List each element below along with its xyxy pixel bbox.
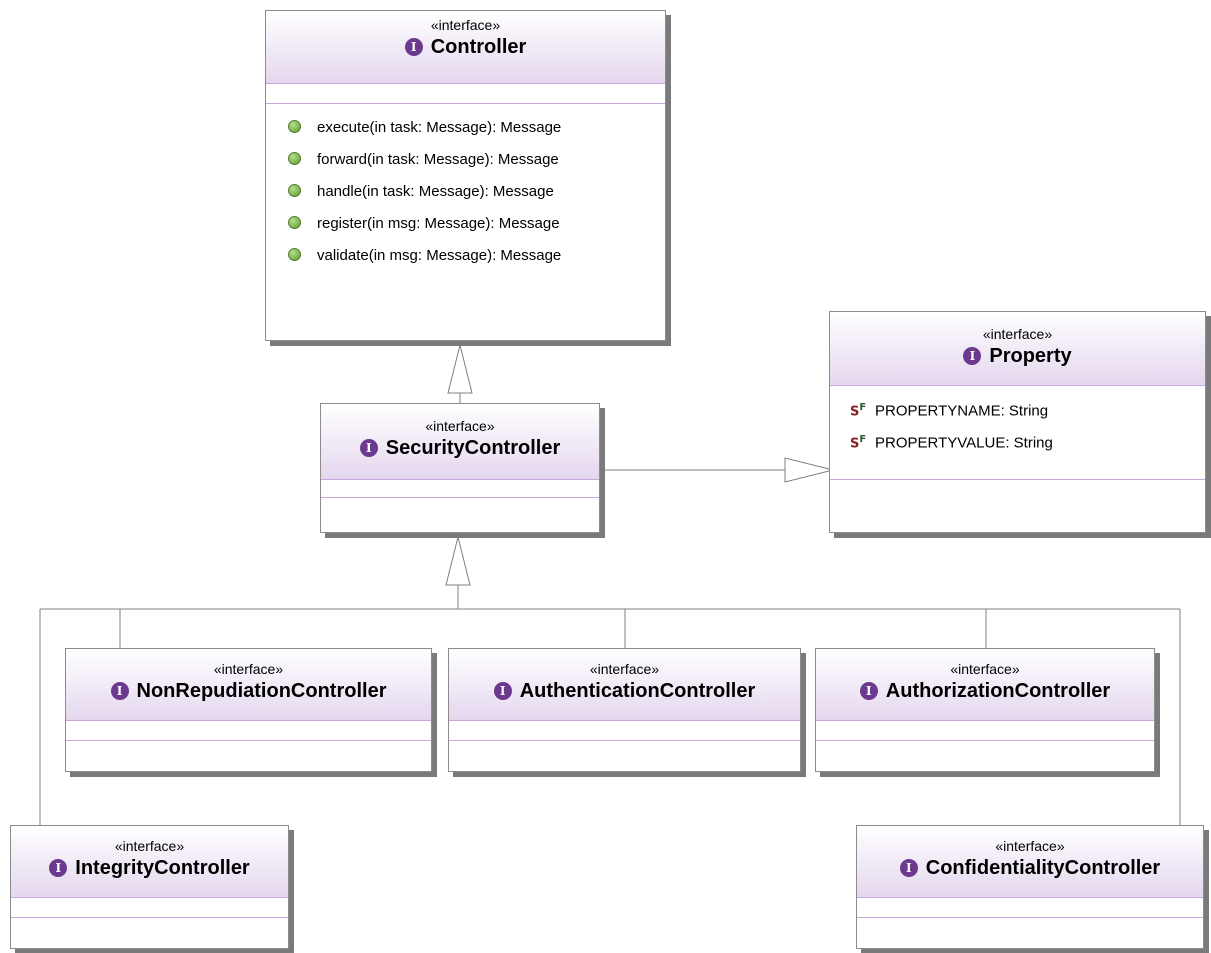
attribute-compartment: [66, 721, 431, 741]
operation-signature: handle(in task: Message): Message: [317, 183, 554, 200]
attribute-row[interactable]: SF PROPERTYNAME: String: [830, 392, 1205, 424]
interface-icon: I: [359, 439, 378, 457]
interface-title: I Property: [830, 343, 1205, 369]
interface-icon: I: [899, 859, 918, 877]
attribute-compartment: SF PROPERTYNAME: String SF PROPERTYVALUE: …: [830, 386, 1205, 480]
public-operation-icon: [288, 120, 301, 133]
interface-box-confidentiality-controller[interactable]: «interface» I ConfidentialityController: [856, 825, 1204, 949]
interface-icon: I: [493, 682, 512, 700]
operation-signature: forward(in task: Message): Message: [317, 151, 559, 168]
operation-signature: validate(in msg: Message): Message: [317, 247, 562, 264]
interface-title: I Controller: [266, 34, 665, 60]
public-operation-icon: [288, 248, 301, 261]
interface-title: I AuthenticationController: [449, 678, 800, 704]
stereotype-label: «interface»: [995, 838, 1065, 854]
operation-compartment: execute(in task: Message): Message forwa…: [266, 104, 665, 272]
stereotype-label: «interface»: [430, 17, 501, 33]
interface-header: «interface» I Controller: [266, 11, 665, 84]
interface-title: I AuthorizationController: [816, 678, 1154, 704]
generalization-arrowhead-security: [445, 536, 471, 586]
attribute-compartment: [11, 898, 288, 918]
interface-name: ConfidentialityController: [925, 857, 1161, 879]
operation-signature: execute(in task: Message): Message: [317, 119, 562, 136]
interface-header: «interface» I AuthorizationController: [816, 649, 1154, 721]
interface-name: SecurityController: [385, 437, 561, 459]
operation-signature: register(in msg: Message): Message: [317, 215, 560, 232]
operation-row[interactable]: handle(in task: Message): Message: [266, 176, 665, 208]
attribute-compartment: [321, 480, 599, 498]
operation-row[interactable]: forward(in task: Message): Message: [266, 144, 665, 176]
interface-title: I SecurityController: [321, 435, 599, 461]
interface-box-integrity-controller[interactable]: «interface» I IntegrityController: [10, 825, 289, 949]
attribute-row[interactable]: SF PROPERTYVALUE: String: [830, 424, 1205, 456]
interface-icon: I: [110, 682, 129, 700]
interface-icon: I: [404, 38, 423, 56]
public-operation-icon: [288, 216, 301, 229]
interface-header: «interface» I Property: [830, 312, 1205, 386]
interface-box-controller[interactable]: «interface» I Controller execute(in task:…: [265, 10, 666, 341]
attribute-compartment: [816, 721, 1154, 741]
public-operation-icon: [288, 152, 301, 165]
interface-name: Controller: [430, 36, 527, 58]
interface-box-authorization-controller[interactable]: «interface» I AuthorizationController: [815, 648, 1155, 772]
operation-row[interactable]: validate(in msg: Message): Message: [266, 240, 665, 272]
attribute-signature: PROPERTYNAME: String: [875, 402, 1049, 420]
interface-box-non-repudiation-controller[interactable]: «interface» I NonRepudiationController: [65, 648, 432, 772]
attribute-signature: PROPERTYVALUE: String: [875, 434, 1053, 452]
attribute-compartment: [449, 721, 800, 741]
interface-header: «interface» I IntegrityController: [11, 826, 288, 898]
stereotype-label: «interface»: [589, 661, 660, 677]
generalization-arrowhead-property: [784, 457, 834, 483]
attribute-compartment: [266, 84, 665, 104]
interface-box-authentication-controller[interactable]: «interface» I AuthenticationController: [448, 648, 801, 772]
interface-icon: I: [49, 859, 68, 877]
interface-header: «interface» I NonRepudiationController: [66, 649, 431, 721]
stereotype-label: «interface»: [950, 661, 1020, 677]
operation-row[interactable]: register(in msg: Message): Message: [266, 208, 665, 240]
interface-box-property[interactable]: «interface» I Property SF PROPERTYNAME: St…: [829, 311, 1206, 533]
interface-box-security-controller[interactable]: «interface» I SecurityController: [320, 403, 600, 533]
operation-row[interactable]: execute(in task: Message): Message: [266, 112, 665, 144]
attribute-compartment: [857, 898, 1203, 918]
stereotype-label: «interface»: [425, 418, 495, 434]
interface-header: «interface» I ConfidentialityController: [857, 826, 1203, 898]
interface-name: Property: [989, 345, 1072, 367]
interface-icon: I: [859, 682, 878, 700]
generalization-arrowhead-controller: [447, 344, 473, 394]
interface-title: I ConfidentialityController: [857, 855, 1203, 881]
interface-header: «interface» I SecurityController: [321, 404, 599, 480]
interface-name: AuthenticationController: [519, 680, 756, 702]
public-operation-icon: [288, 184, 301, 197]
interface-name: IntegrityController: [75, 857, 250, 879]
interface-title: I NonRepudiationController: [66, 678, 431, 704]
stereotype-label: «interface»: [982, 326, 1053, 342]
stereotype-label: «interface»: [213, 661, 284, 677]
stereotype-label: «interface»: [114, 838, 185, 854]
interface-icon: I: [963, 347, 982, 365]
static-final-field-icon: SF: [850, 402, 867, 420]
interface-name: NonRepudiationController: [136, 680, 387, 702]
static-final-field-icon: SF: [850, 434, 867, 452]
interface-header: «interface» I AuthenticationController: [449, 649, 800, 721]
interface-name: AuthorizationController: [885, 680, 1111, 702]
interface-title: I IntegrityController: [11, 855, 288, 881]
